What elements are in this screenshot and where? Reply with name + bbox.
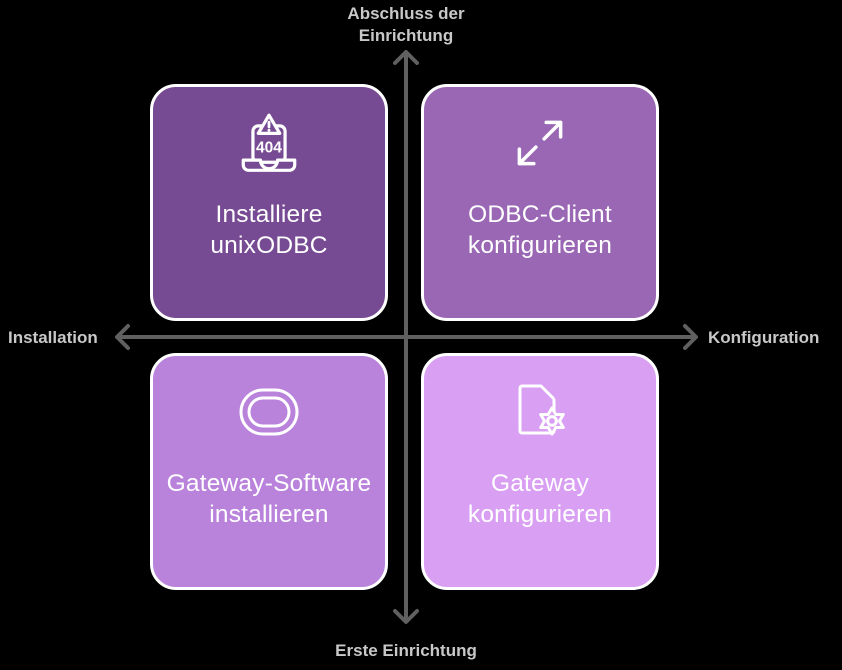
quadrant-card-configure-odbc-client: ODBC-Client konfigurieren (421, 84, 659, 321)
document-gear-icon (507, 380, 573, 444)
card-title-line1: Gateway-Software (166, 470, 372, 497)
arrow-up-icon (393, 50, 419, 65)
card-title-line2: konfigurieren (467, 501, 613, 528)
arrow-left-icon (115, 324, 130, 350)
quadrant-card-install-gateway-software: Gateway-Software installieren (150, 353, 388, 590)
card-title: Installiere unixODBC (210, 199, 327, 261)
card-title: Gateway konfigurieren (468, 468, 612, 530)
card-title: Gateway-Software installieren (167, 468, 372, 530)
quadrant-card-configure-gateway: Gateway konfigurieren (421, 353, 659, 590)
axis-label-right: Konfiguration (708, 328, 820, 347)
axis-label-top-line1: Abschluss der (347, 4, 465, 23)
card-title: ODBC-Client konfigurieren (468, 199, 612, 261)
arrow-right-icon (683, 324, 698, 350)
card-title-line2: unixODBC (210, 232, 328, 259)
gear-shape (539, 406, 565, 436)
error-404-text: 404 (256, 140, 282, 157)
arrow-down-icon (393, 609, 419, 624)
axis-label-top-line2: Einrichtung (358, 26, 454, 45)
card-title-line2: konfigurieren (467, 232, 613, 259)
card-title-line1: Gateway (490, 470, 590, 497)
laptop-base (241, 158, 297, 172)
expand-diagonal-arrows-icon (507, 111, 573, 175)
quadrant-card-install-unixodbc: 404 Installiere unixODBC (150, 84, 388, 321)
axis-label-bottom: Erste Einrichtung (335, 641, 477, 660)
card-title-line2: installieren (209, 501, 329, 528)
axis-label-top: Abschluss der Einrichtung (347, 3, 464, 47)
axis-label-left: Installation (8, 328, 98, 347)
card-title-line1: ODBC-Client (468, 201, 612, 228)
capsule-outline-icon (236, 380, 302, 444)
laptop-404-error-icon: 404 (234, 111, 304, 175)
card-title-line1: Installiere (215, 201, 323, 228)
